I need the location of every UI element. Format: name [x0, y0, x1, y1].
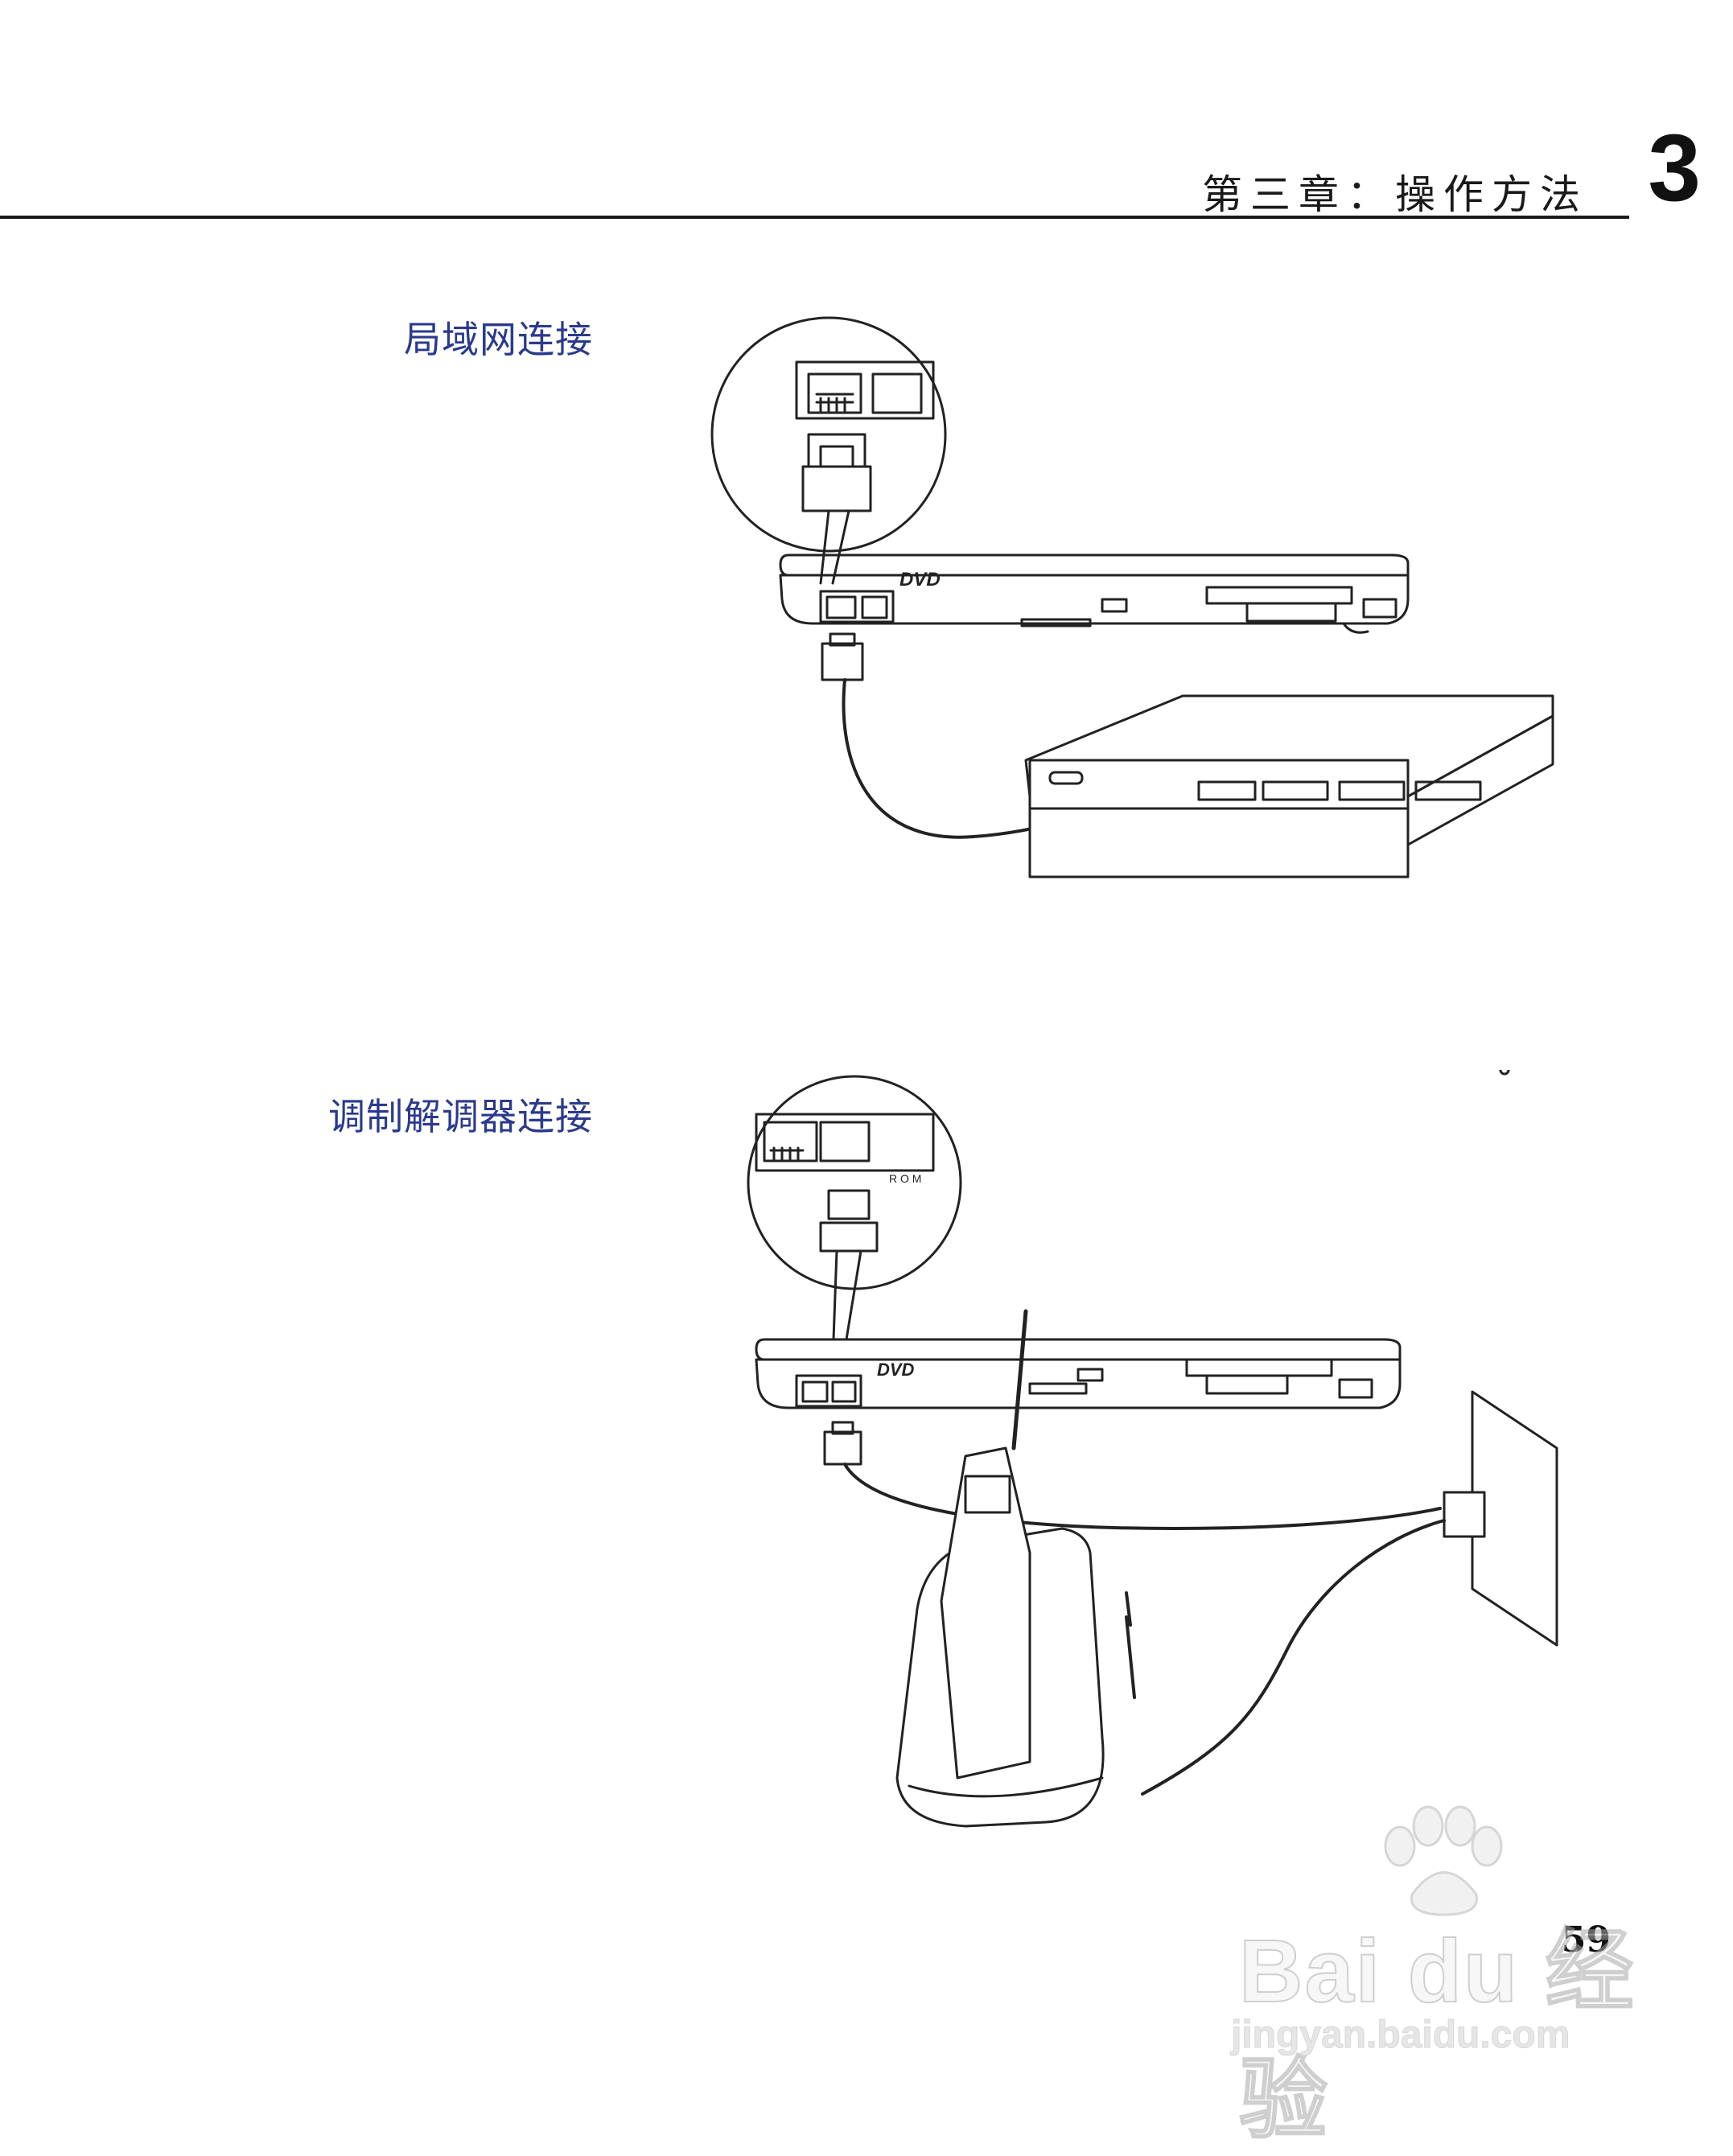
section-title-modem: 调制解调器连接	[328, 1095, 593, 1138]
paw-logo-icon	[1384, 1805, 1503, 1916]
chapter-number: 3	[1648, 115, 1701, 221]
section-title-lan: 局域网连接	[404, 318, 593, 361]
watermark-url: jingyan.baidu.com	[1230, 2014, 1570, 2057]
page-header: 第三章：操作方法 3	[0, 121, 1733, 225]
baidu-watermark: Bai du 经验 jingyan.baidu.com	[1223, 1802, 1641, 2150]
header-divider	[0, 216, 1629, 219]
wall-phone-jack	[1443, 1070, 1558, 1647]
network-switch	[1024, 694, 1554, 878]
page-number: 59	[1561, 1919, 1611, 1961]
dvd-logo-lan: DVD	[899, 569, 941, 590]
laptop-side-view-modem	[755, 1338, 1402, 1409]
dvd-logo-modem: DVD	[877, 1360, 915, 1380]
modem-connection-figure: DVD R O M	[747, 1070, 1558, 1828]
cordless-phone	[895, 1309, 1136, 1828]
modem-port-zoom-callout	[747, 1075, 962, 1341]
dvd-rom-label: R O M	[889, 1172, 921, 1185]
lan-connection-figure: DVD	[710, 316, 1554, 878]
chapter-title: 第三章：操作方法	[1202, 171, 1588, 218]
port-zoom-callout	[710, 316, 947, 585]
laptop-side-view	[779, 553, 1410, 634]
